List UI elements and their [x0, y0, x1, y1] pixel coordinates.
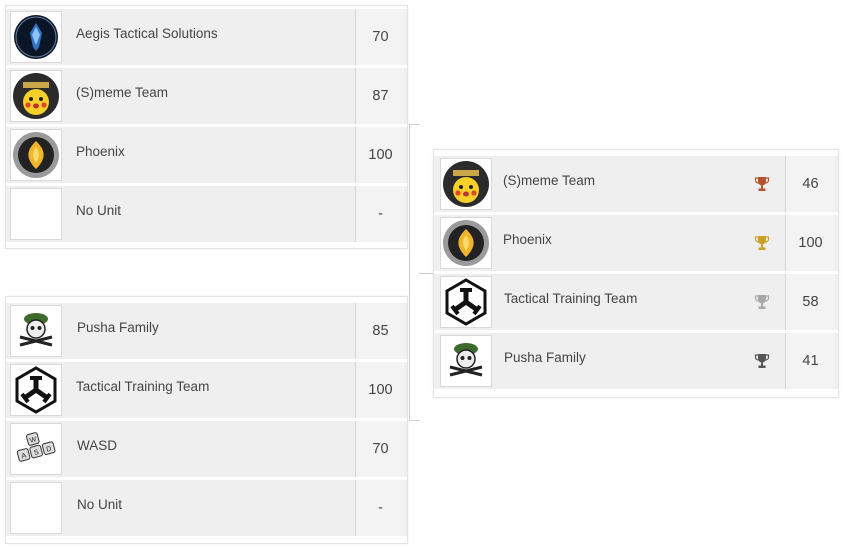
skull-logo	[440, 335, 492, 387]
team-score: -	[378, 500, 383, 516]
score-cell: 70	[355, 9, 405, 65]
team-name: Phoenix	[76, 144, 125, 159]
bracket-group-2: Pusha Family 85 Tactical Training Team 1…	[5, 296, 408, 544]
score-cell: -	[355, 186, 405, 242]
team-name: Aegis Tactical Solutions	[76, 26, 218, 41]
bracket-connector-mid	[419, 273, 433, 274]
team-row[interactable]: Pusha Family 41	[434, 333, 838, 389]
score-cell: 41	[785, 333, 835, 389]
gold-trophy-icon	[754, 236, 770, 250]
bracket-connector-top	[409, 124, 420, 275]
team-score: 41	[802, 353, 819, 369]
score-cell: 85	[355, 303, 405, 359]
pikachu-logo	[10, 70, 62, 122]
team-score: 85	[372, 323, 389, 339]
blank-logo	[10, 482, 62, 534]
team-row[interactable]: No Unit -	[6, 186, 407, 242]
bracket-final-group: (S)meme Team 46 Phoenix 10	[433, 149, 839, 398]
phoenix-logo	[440, 217, 492, 269]
bronze-trophy-icon	[754, 177, 770, 191]
team-row[interactable]: Tactical Training Team 100	[6, 362, 407, 418]
wasd-keys-logo: W A S D	[10, 423, 62, 475]
team-score: 70	[372, 29, 389, 45]
team-row[interactable]: Phoenix 100	[6, 127, 407, 183]
team-score: 100	[798, 235, 823, 251]
ttt-logo	[440, 276, 492, 328]
svg-text:A: A	[21, 452, 28, 460]
team-name: No Unit	[76, 203, 122, 218]
bracket-connector-bottom	[409, 273, 420, 421]
team-name: (S)meme Team	[76, 85, 169, 100]
dark-trophy-icon	[754, 354, 770, 368]
team-name: Tactical Training Team	[504, 291, 638, 306]
score-cell: -	[355, 480, 405, 536]
silver-trophy-icon	[754, 295, 770, 309]
team-name: Phoenix	[503, 232, 552, 247]
score-cell: 100	[355, 127, 405, 183]
team-row[interactable]: Pusha Family 85	[6, 303, 407, 359]
team-row[interactable]: No Unit -	[6, 480, 407, 536]
pikachu-logo	[440, 158, 492, 210]
score-cell: 58	[785, 274, 835, 330]
team-score: -	[378, 206, 383, 222]
skull-logo	[10, 305, 62, 357]
team-name: Pusha Family	[77, 320, 159, 335]
ttt-logo	[10, 364, 62, 416]
blank-logo	[10, 188, 62, 240]
team-name: WASD	[77, 438, 117, 453]
team-score: 58	[802, 294, 819, 310]
svg-text:D: D	[46, 446, 53, 454]
team-score: 46	[802, 176, 819, 192]
score-cell: 87	[355, 68, 405, 124]
score-cell: 100	[785, 215, 835, 271]
team-name: No Unit	[77, 497, 123, 512]
team-score: 87	[372, 88, 389, 104]
phoenix-logo	[10, 129, 62, 181]
svg-text:W: W	[29, 436, 38, 445]
aegis-logo	[10, 11, 62, 63]
team-name: Pusha Family	[504, 350, 586, 365]
svg-text:S: S	[33, 449, 40, 457]
score-cell: 70	[355, 421, 405, 477]
bracket-group-1: Aegis Tactical Solutions 70 (S)meme Team…	[5, 5, 408, 249]
team-name: Tactical Training Team	[76, 379, 210, 394]
score-cell: 100	[355, 362, 405, 418]
team-row[interactable]: (S)meme Team 46	[434, 156, 838, 212]
team-row[interactable]: Phoenix 100	[434, 215, 838, 271]
team-name: (S)meme Team	[503, 173, 596, 188]
team-row[interactable]: W A S D WASD 70	[6, 421, 407, 477]
team-score: 100	[368, 147, 393, 163]
team-score: 70	[372, 441, 389, 457]
team-row[interactable]: Tactical Training Team 58	[434, 274, 838, 330]
team-row[interactable]: (S)meme Team 87	[6, 68, 407, 124]
score-cell: 46	[785, 156, 835, 212]
team-row[interactable]: Aegis Tactical Solutions 70	[6, 9, 407, 65]
team-score: 100	[368, 382, 393, 398]
